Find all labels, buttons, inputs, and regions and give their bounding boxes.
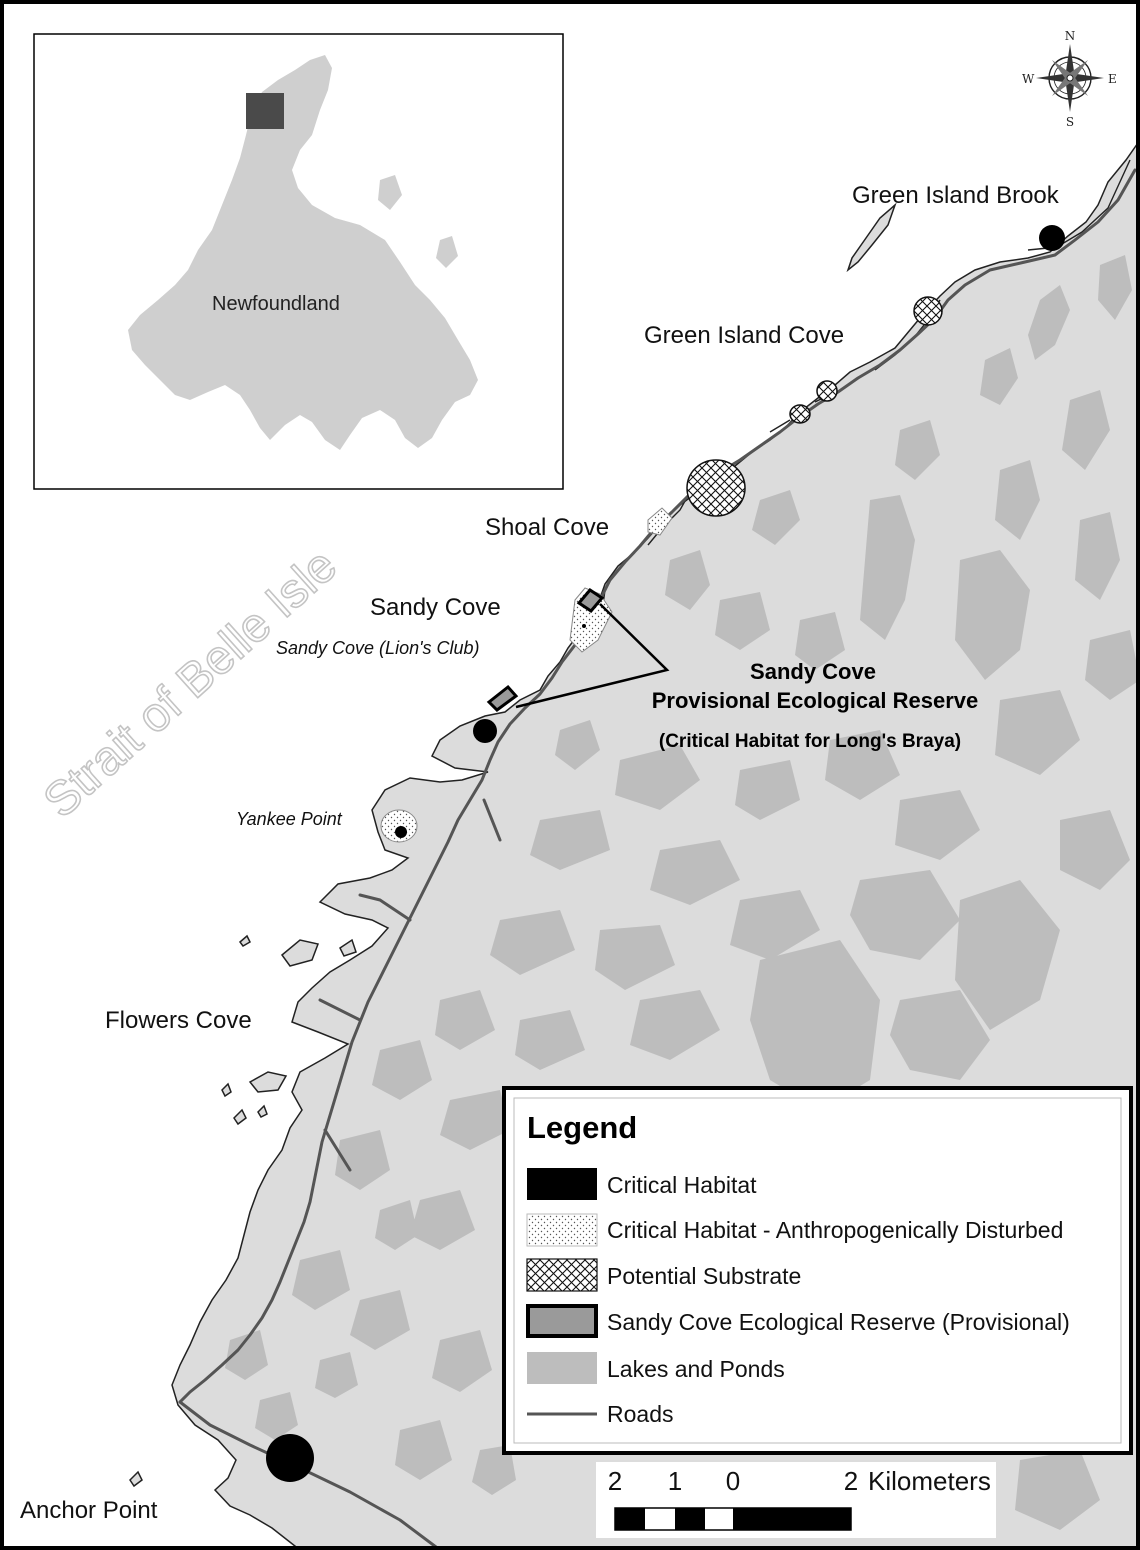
island-flowers-2 [248, 1071, 288, 1093]
island-small-5 [257, 1104, 268, 1118]
label-flowers-cove: Flowers Cove [105, 1007, 252, 1034]
legend-label-lakes: Lakes and Ponds [607, 1356, 785, 1382]
label-shoal-cove: Shoal Cove [485, 514, 609, 541]
island-green-island [846, 202, 897, 273]
callout-subtitle: Provisional Ecological Reserve [652, 688, 978, 713]
inset-study-area-marker [246, 93, 284, 129]
label-anchor-point: Anchor Point [20, 1497, 158, 1524]
inset-map: Newfoundland [33, 33, 564, 490]
label-sandy-cove: Sandy Cove [370, 594, 501, 621]
legend-title: Legend [527, 1110, 637, 1145]
lakes-and-ponds [225, 255, 1140, 1530]
scale-label-2-left: 2 [608, 1466, 622, 1496]
scale-label-0: 0 [726, 1466, 740, 1496]
legend-label-potential-substrate: Potential Substrate [607, 1263, 801, 1289]
label-yankee-point: Yankee Point [236, 809, 343, 829]
legend-swatch-potential-substrate [526, 1258, 598, 1292]
callout-note: (Critical Habitat for Long's Braya) [659, 731, 961, 752]
island-flowers-3 [339, 938, 357, 957]
scale-label-1: 1 [668, 1466, 682, 1496]
callout-title: Sandy Cove [750, 659, 876, 684]
legend-swatch-reserve [526, 1304, 598, 1338]
island-small-1 [238, 934, 251, 947]
scale-label-2-right: 2 [844, 1466, 858, 1496]
label-green-island-brook: Green Island Brook [852, 182, 1060, 209]
svg-text:N: N [1065, 29, 1076, 43]
ecological-reserve [486, 588, 605, 712]
inset-label: Newfoundland [212, 293, 340, 315]
legend-swatch-critical-habitat [527, 1168, 597, 1200]
svg-text:W: W [1022, 72, 1035, 86]
legend-label-reserve: Sandy Cove Ecological Reserve (Provision… [607, 1309, 1070, 1335]
label-green-island-cove: Green Island Cove [644, 322, 844, 349]
scale-bar: 2 1 0 2 Kilometers [596, 1462, 996, 1538]
inset-newfoundland-shape [128, 55, 478, 450]
callout-leader [515, 603, 670, 709]
island-small-3 [221, 1082, 232, 1098]
svg-text:E: E [1108, 72, 1117, 86]
svg-text:S: S [1066, 115, 1074, 129]
legend-label-critical-habitat: Critical Habitat [607, 1172, 757, 1198]
legend-swatch-disturbed [526, 1213, 598, 1247]
legend-swatch-lakes [527, 1352, 597, 1384]
legend: Legend Critical Habitat Critical Habitat… [502, 1086, 1133, 1455]
scale-unit: Kilometers [868, 1466, 991, 1496]
legend-label-disturbed: Critical Habitat - Anthropogenically Dis… [607, 1217, 1063, 1243]
island-small-4 [129, 1470, 143, 1488]
legend-label-roads: Roads [607, 1401, 673, 1427]
potential-substrate [686, 296, 943, 517]
label-sandy-cove-lions-club: Sandy Cove (Lion's Club) [276, 638, 480, 658]
island-small-2 [233, 1108, 247, 1126]
critical-habitat [266, 225, 1065, 1482]
island-flowers-1 [280, 939, 320, 967]
compass-rose-icon: N S E W [1022, 29, 1117, 129]
